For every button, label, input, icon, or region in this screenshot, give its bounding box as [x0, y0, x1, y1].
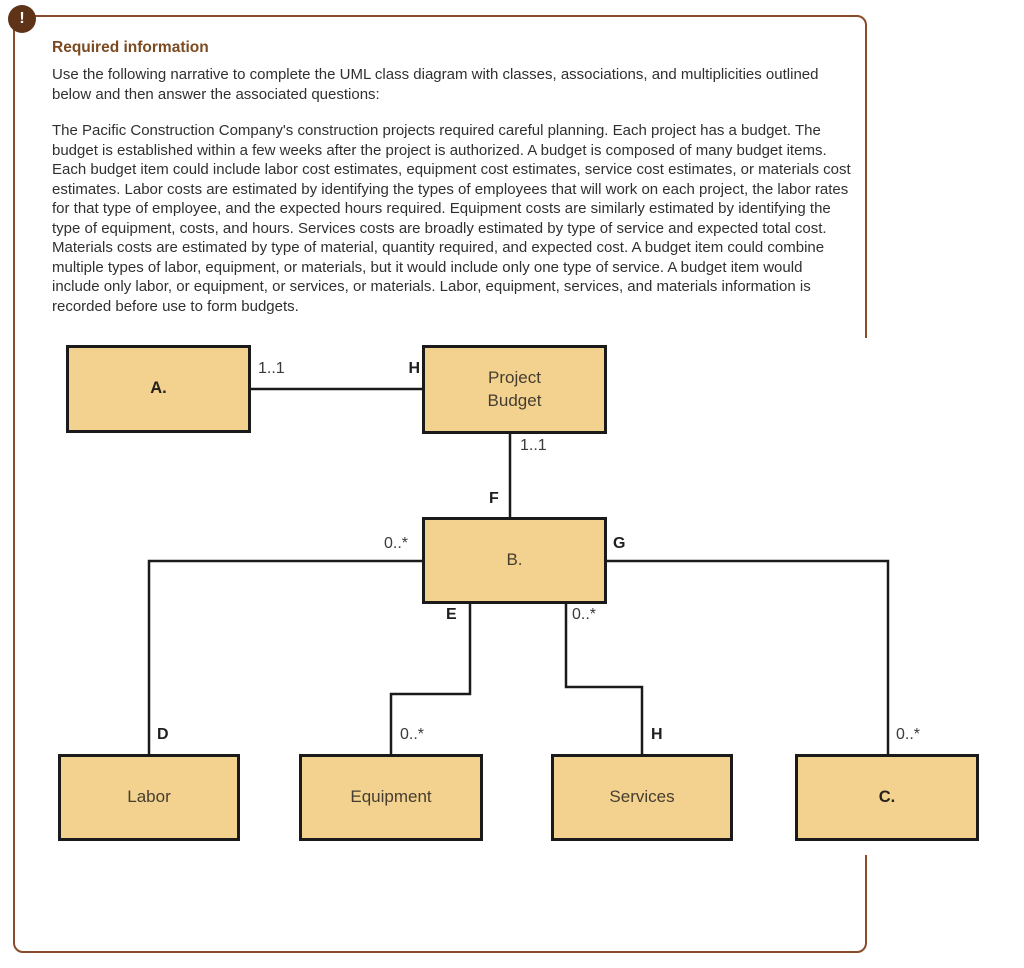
class-box-a: A. [66, 345, 251, 433]
class-box-equipment: Equipment [299, 754, 483, 841]
uml-class-diagram: A. Project Budget B. Labor Equipment Ser… [20, 338, 1014, 855]
blank-letter-g: G [613, 535, 626, 552]
class-box-services: Services [551, 754, 733, 841]
multiplicity-projectbudget-b: 1..1 [520, 437, 547, 454]
multiplicity-c: 0..* [896, 726, 921, 743]
multiplicity-b-left: 0..* [384, 535, 409, 552]
class-box-c: C. [795, 754, 979, 841]
alert-exclamation-icon: ! [8, 5, 36, 33]
blank-letter-h-projectbudget: H [408, 360, 420, 377]
blank-letter-f: F [489, 490, 499, 507]
association-lines [147, 387, 890, 756]
class-box-project-budget: Project Budget [422, 345, 607, 434]
narrative-body: The Pacific Construction Company's const… [52, 122, 851, 315]
narrative-intro: Use the following narrative to complete … [52, 66, 819, 103]
blank-letter-d: D [157, 726, 169, 743]
class-box-b: B. [422, 517, 607, 604]
panel-heading: Required information [52, 39, 209, 56]
multiplicity-b-services: 0..* [572, 606, 597, 623]
multiplicity-equipment: 0..* [400, 726, 425, 743]
multiplicity-a-projectbudget: 1..1 [258, 360, 285, 377]
blank-letter-e: E [446, 606, 457, 623]
blank-letter-h-services: H [651, 726, 663, 743]
class-box-labor: Labor [58, 754, 240, 841]
